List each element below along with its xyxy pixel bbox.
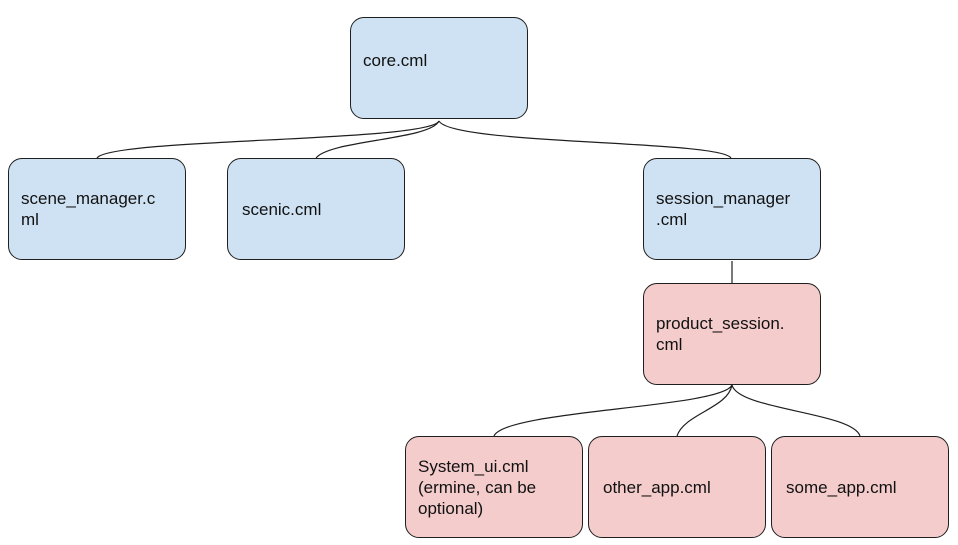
node-scene-manager-label-line-1: scene_manager.c: [21, 189, 156, 208]
node-product-session-label-line-2: cml: [656, 335, 683, 354]
edge-core-session-manager: [438, 120, 732, 159]
node-system-ui-label-line-3: optional): [418, 498, 484, 518]
node-some-app-label-line-1: some_app.cml: [786, 477, 897, 497]
node-other-app-label-line-1: other_app.cml: [603, 477, 711, 497]
node-session-manager-label-line-1: session_manager: [656, 189, 791, 208]
edge-core-scenic: [315, 120, 440, 159]
node-scenic: scenic.cml: [227, 158, 405, 260]
edge-product-session-system-ui: [493, 384, 733, 437]
node-scene-manager-label-line-2: ml: [21, 210, 39, 229]
node-system-ui-label-line-2: (ermine, can be: [418, 477, 537, 497]
node-system-ui-label-line-1: System_ui.cml: [418, 456, 529, 476]
node-system-ui: System_ui.cml (ermine, can be optional): [405, 436, 583, 538]
node-product-session-label-line-1: product_session.: [656, 314, 785, 333]
node-session-manager-label-line-2: .cml: [656, 210, 688, 229]
node-session-manager: session_manager .cml: [643, 158, 821, 260]
node-core-label-line-1: core.cml: [363, 51, 428, 70]
node-some-app: some_app.cml: [771, 436, 949, 538]
edge-product-session-other-app: [676, 384, 733, 437]
edge-core-scene-manager: [96, 120, 440, 159]
node-core: core.cml: [350, 17, 528, 119]
edge-product-session-some-app: [731, 384, 861, 437]
node-product-session: product_session. cml: [643, 283, 821, 385]
node-scene-manager: scene_manager.c ml: [8, 158, 186, 260]
node-other-app: other_app.cml: [588, 436, 766, 538]
node-scenic-label-line-1: scenic.cml: [242, 199, 322, 219]
